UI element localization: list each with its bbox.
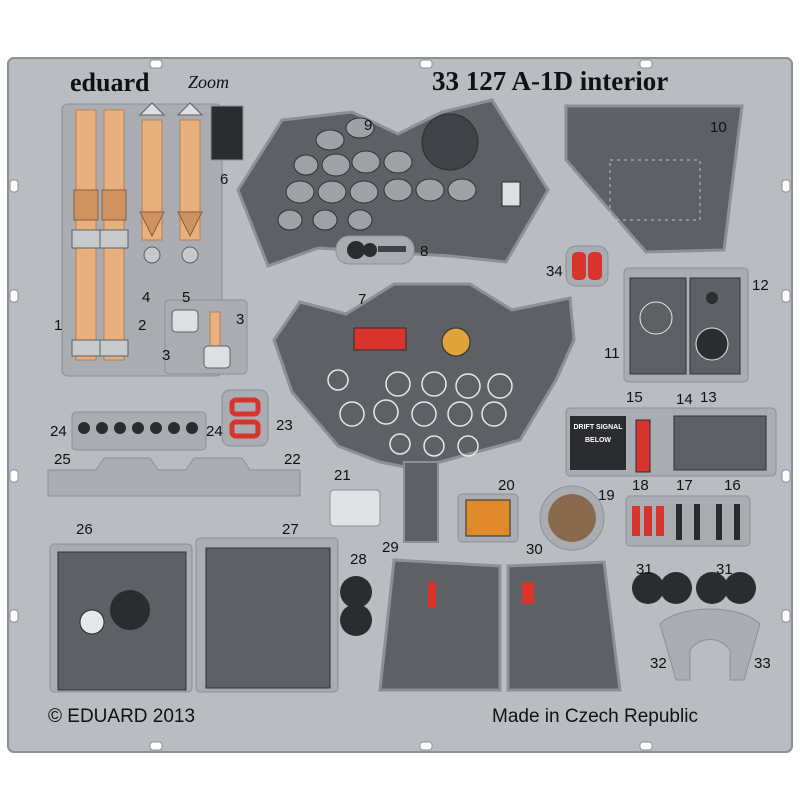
part-number-10: 10 bbox=[710, 119, 727, 136]
part-number-20: 20 bbox=[498, 477, 515, 494]
part-number-22: 22 bbox=[284, 451, 301, 468]
part-9-instrument-panel bbox=[236, 98, 550, 268]
copyright-text: © EDUARD 2013 bbox=[48, 706, 196, 727]
zoom-logo: Zoom bbox=[188, 72, 230, 92]
placard-line-1: DRIFT SIGNAL bbox=[573, 424, 623, 431]
part-number-29: 29 bbox=[382, 539, 399, 556]
part-32-33-straps bbox=[659, 608, 761, 681]
part-24-knobs bbox=[71, 411, 207, 451]
part-number-19: 19 bbox=[598, 487, 615, 504]
part-number-15: 15 bbox=[626, 389, 643, 406]
part-number-6: 6 bbox=[220, 171, 229, 188]
set-title: 33 127 A-1D interior bbox=[432, 66, 669, 96]
part-number-34: 34 bbox=[546, 263, 563, 280]
placard-line-2: BELOW bbox=[584, 437, 612, 445]
drift-signal-placard: DRIFT SIGNAL BELOW bbox=[570, 424, 626, 445]
part-number-5: 5 bbox=[182, 289, 191, 306]
part-number-17: 17 bbox=[676, 477, 693, 494]
part-number-3: 3 bbox=[236, 311, 245, 328]
part-34-red-handles bbox=[565, 245, 609, 287]
part-number-9: 9 bbox=[364, 117, 373, 134]
part-number-12: 12 bbox=[752, 277, 769, 294]
part-number-28: 28 bbox=[350, 551, 367, 568]
part-number-30: 30 bbox=[526, 541, 543, 558]
part-number-21: 21 bbox=[334, 467, 351, 484]
part-29-30-side-consoles bbox=[378, 558, 622, 692]
part-number-33: 33 bbox=[754, 655, 771, 672]
part-19-disc bbox=[539, 485, 605, 551]
part-number-14: 14 bbox=[676, 391, 693, 408]
part-number-16: 16 bbox=[724, 477, 741, 494]
part-13-14-15-panels bbox=[565, 407, 777, 477]
part-number-31: 31 bbox=[716, 561, 733, 578]
part-number-31: 31 bbox=[636, 561, 653, 578]
part-number-25: 25 bbox=[54, 451, 71, 468]
part-number-3: 3 bbox=[162, 347, 171, 364]
part-10-side-panel bbox=[564, 104, 744, 254]
part-23-red-frame bbox=[221, 389, 269, 447]
part-16-17-18-levers bbox=[625, 495, 751, 547]
part-number-26: 26 bbox=[76, 521, 93, 538]
part-number-2: 2 bbox=[138, 317, 147, 334]
part-number-24: 24 bbox=[50, 423, 67, 440]
part-number-4: 4 bbox=[142, 289, 151, 306]
part-26-27-consoles bbox=[49, 537, 339, 693]
part-number-18: 18 bbox=[632, 477, 649, 494]
part-number-11: 11 bbox=[604, 345, 620, 362]
fret-slots bbox=[9, 59, 791, 751]
part-number-7: 7 bbox=[358, 291, 367, 308]
part-number-13: 13 bbox=[700, 389, 717, 406]
part-20-orange-plate bbox=[457, 493, 519, 543]
part-number-24: 24 bbox=[206, 423, 223, 440]
part-number-27: 27 bbox=[282, 521, 299, 538]
part-6-plate bbox=[210, 105, 244, 161]
part-31-gears bbox=[632, 572, 756, 604]
part-25-22-rails bbox=[47, 457, 301, 497]
origin-text: Made in Czech Republic bbox=[492, 706, 698, 727]
part-number-32: 32 bbox=[650, 655, 667, 672]
brand-logo: eduard bbox=[70, 68, 150, 97]
part-number-1: 1 bbox=[54, 317, 63, 334]
part-11-12-panels bbox=[623, 267, 749, 383]
part-number-23: 23 bbox=[276, 417, 293, 434]
part-5-3-buckles bbox=[164, 299, 248, 375]
part-21-grille bbox=[329, 489, 381, 527]
part-8-bracket bbox=[335, 235, 415, 265]
part-7-front-panel bbox=[272, 282, 576, 543]
part-28-discs bbox=[340, 576, 372, 636]
part-number-8: 8 bbox=[420, 243, 429, 260]
